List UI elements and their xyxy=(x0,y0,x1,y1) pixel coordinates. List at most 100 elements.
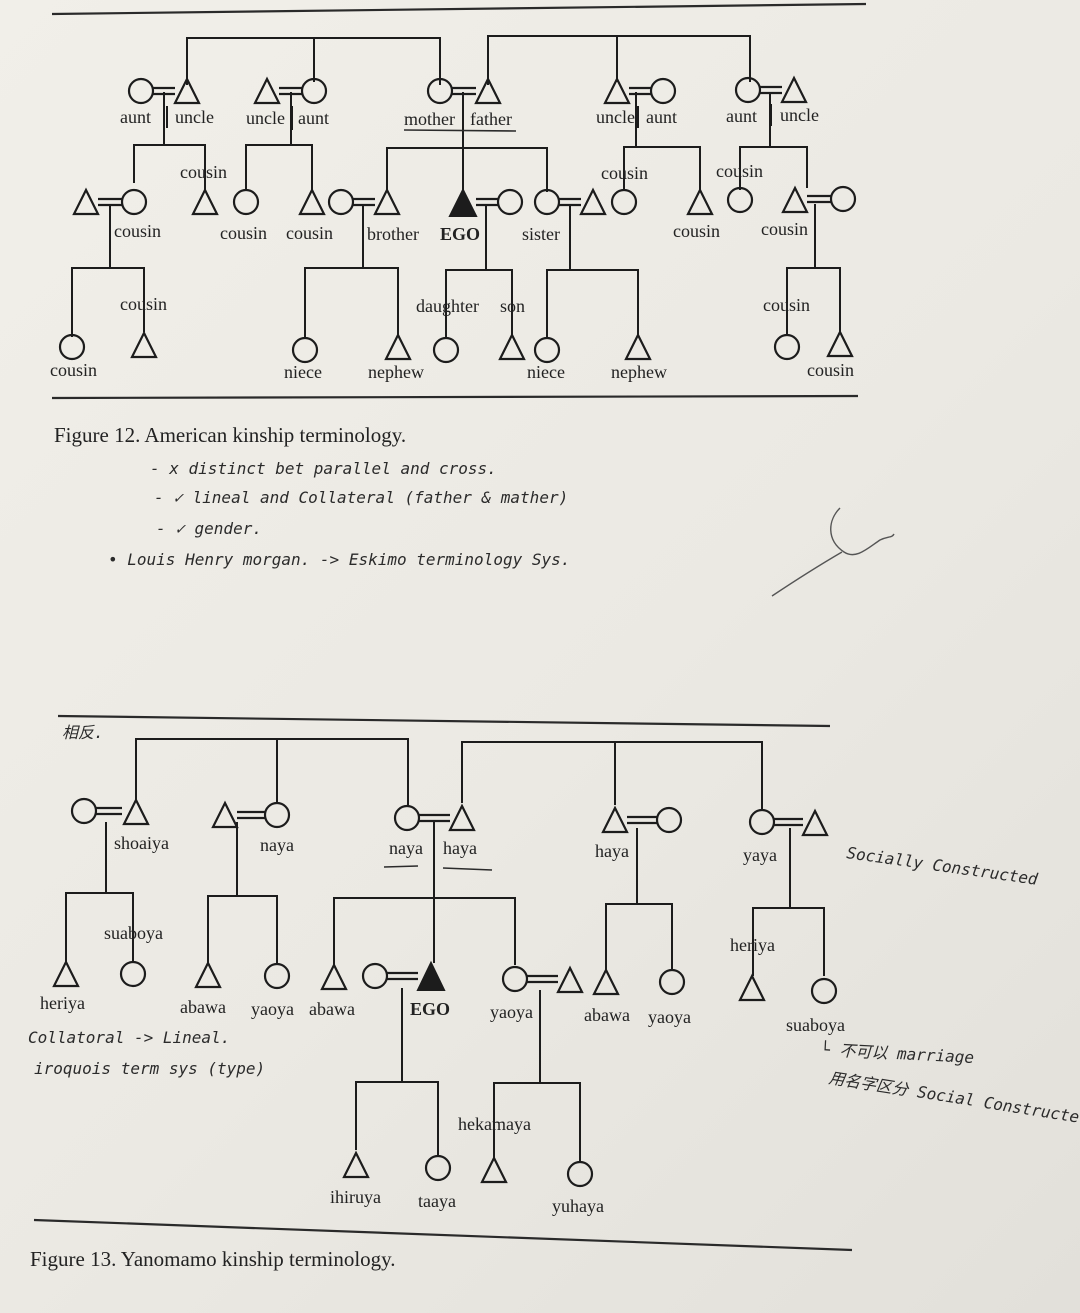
ego-symbol xyxy=(416,960,446,991)
figure-13-handwritten-notes: Socially Constructed Collatoral -> Linea… xyxy=(28,843,1080,1126)
label-taaya: taaya xyxy=(418,1191,456,1211)
label-aunt: aunt xyxy=(646,107,677,127)
label-cousin: cousin xyxy=(807,360,854,380)
male-symbol xyxy=(556,965,584,994)
label-daughter: daughter xyxy=(416,296,479,316)
label-aunt: aunt xyxy=(298,108,329,128)
label-abawa: abawa xyxy=(309,999,355,1019)
female-symbol xyxy=(610,188,638,216)
female-symbol xyxy=(773,333,801,361)
male-symbol xyxy=(592,967,620,996)
female-symbol xyxy=(566,1160,594,1188)
male-symbol xyxy=(826,329,854,358)
male-symbol xyxy=(601,805,629,834)
female-symbol xyxy=(426,77,454,105)
label-ihiruya: ihiruya xyxy=(330,1187,381,1207)
label-abawa: abawa xyxy=(180,997,226,1017)
label-aunt: aunt xyxy=(120,107,151,127)
male-symbol xyxy=(373,187,401,216)
label-yaya: yaya xyxy=(743,845,777,865)
label-aunt: aunt xyxy=(726,106,757,126)
male-symbol xyxy=(801,808,829,837)
male-symbol xyxy=(480,1155,508,1184)
male-symbol xyxy=(194,960,222,989)
female-symbol xyxy=(829,185,857,213)
figure-13-yanomamo-kinship: 相反. xyxy=(30,714,853,1271)
male-symbol xyxy=(342,1150,370,1179)
note-parallel-cross: - x distinct bet parallel and cross. xyxy=(150,459,497,478)
label-heriya: heriya xyxy=(730,935,775,955)
male-symbol xyxy=(579,187,607,216)
male-symbol xyxy=(72,187,100,216)
label-yaoya: yaoya xyxy=(490,1002,533,1022)
label-suaboya: suaboya xyxy=(104,923,163,943)
label-cousin: cousin xyxy=(286,223,333,243)
female-symbol xyxy=(424,1154,452,1182)
female-symbol xyxy=(501,965,529,993)
label-uncle: uncle xyxy=(596,107,635,127)
male-symbol xyxy=(384,332,412,361)
female-symbol xyxy=(327,188,355,216)
label-uncle: uncle xyxy=(246,108,285,128)
figure-13-connectors xyxy=(65,738,825,1162)
label-cousin: cousin xyxy=(120,294,167,314)
bottom-rule xyxy=(51,394,859,400)
female-symbol xyxy=(120,188,148,216)
label-naya: naya xyxy=(389,838,423,858)
label-father: father xyxy=(470,109,512,129)
label-yuhaya: yuhaya xyxy=(552,1196,604,1216)
figure-12-caption: Figure 12. American kinship terminology. xyxy=(54,423,406,447)
label-haya: haya xyxy=(595,841,629,861)
figure-13-person-symbols xyxy=(52,797,838,1188)
female-symbol xyxy=(810,977,838,1005)
male-symbol xyxy=(474,76,502,105)
label-cousin: cousin xyxy=(50,360,97,380)
male-symbol xyxy=(173,76,201,105)
female-symbol xyxy=(496,188,524,216)
female-symbol xyxy=(658,968,686,996)
male-symbol xyxy=(122,797,150,826)
female-symbol xyxy=(533,336,561,364)
female-symbol xyxy=(291,336,319,364)
male-symbol xyxy=(738,973,766,1002)
female-symbol xyxy=(119,960,147,988)
figure-12-handwritten-notes: - x distinct bet parallel and cross. - ✓… xyxy=(108,459,895,597)
label-niece: niece xyxy=(284,362,322,382)
female-symbol xyxy=(734,76,762,104)
male-symbol xyxy=(781,185,809,214)
underline-haya xyxy=(442,867,493,871)
female-symbol xyxy=(649,77,677,105)
label-hekamaya: hekamaya xyxy=(458,1114,531,1134)
figure-12-labels: aunt uncle uncle aunt mother father uncl… xyxy=(50,104,854,382)
figure-13-labels: shoaiya naya naya haya haya yaya suaboya… xyxy=(40,833,845,1216)
female-symbol xyxy=(127,77,155,105)
female-symbol xyxy=(263,801,291,829)
ego-symbol xyxy=(448,187,478,217)
pen-squiggle xyxy=(830,507,895,556)
bottom-rule xyxy=(33,1218,853,1252)
label-nephew: nephew xyxy=(611,362,667,382)
note-no-marriage: └ 不可以 marriage xyxy=(820,1039,975,1067)
male-symbol xyxy=(686,187,714,216)
label-uncle: uncle xyxy=(175,107,214,127)
label-brother: brother xyxy=(367,224,419,244)
note-iroquois: iroquois term sys (type) xyxy=(34,1059,265,1078)
male-symbol xyxy=(624,332,652,361)
label-shoaiya: shoaiya xyxy=(114,833,169,853)
male-symbol xyxy=(448,803,476,832)
underline-naya xyxy=(383,865,419,868)
figure-12-person-symbols xyxy=(58,75,857,364)
female-symbol xyxy=(70,797,98,825)
female-symbol xyxy=(393,804,421,832)
label-naya: naya xyxy=(260,835,294,855)
male-symbol xyxy=(52,959,80,988)
label-heriya: heriya xyxy=(40,993,85,1013)
note-header: 相反. xyxy=(62,723,104,742)
figure-12-american-kinship: aunt uncle uncle aunt mother father uncl… xyxy=(50,2,867,447)
note-collateral-lineal: Collatoral -> Lineal. xyxy=(28,1028,230,1047)
female-symbol xyxy=(533,188,561,216)
female-symbol xyxy=(58,333,86,361)
top-rule xyxy=(51,2,867,16)
label-son: son xyxy=(500,296,525,316)
female-symbol xyxy=(748,808,776,836)
